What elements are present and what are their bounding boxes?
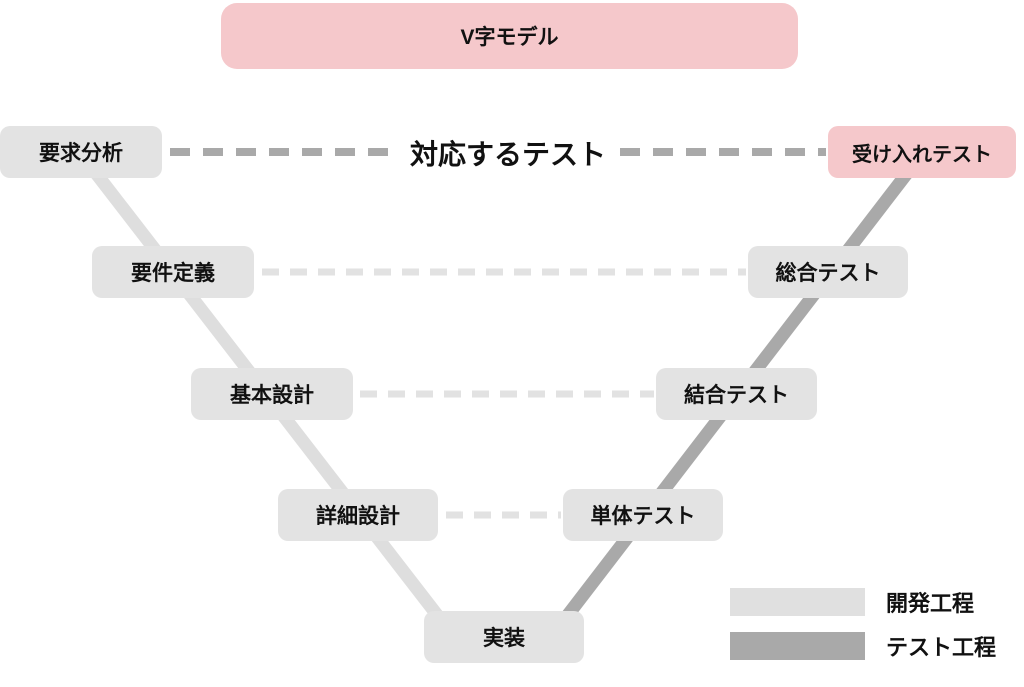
node-implementation: 実装 xyxy=(424,611,584,663)
legend-label-test: テスト工程 xyxy=(886,635,997,660)
node-integration-test: 結合テスト xyxy=(656,368,817,420)
node-unit-test: 単体テスト xyxy=(563,489,723,541)
legend-label-development: 開発工程 xyxy=(886,591,975,616)
node-acceptance-test: 受け入れテスト xyxy=(828,126,1016,178)
node-basic-design: 基本設計 xyxy=(191,368,353,420)
legend-swatch-development xyxy=(730,588,865,616)
node-system-test: 総合テスト xyxy=(748,246,908,298)
node-requirements-definition: 要件定義 xyxy=(92,246,254,298)
node-detailed-design: 詳細設計 xyxy=(278,489,438,541)
node-requirements-analysis: 要求分析 xyxy=(0,126,162,178)
correspondence-label: 対応するテスト xyxy=(409,139,606,170)
title-banner: V字モデル xyxy=(221,3,798,69)
legend-swatch-test xyxy=(730,632,865,660)
